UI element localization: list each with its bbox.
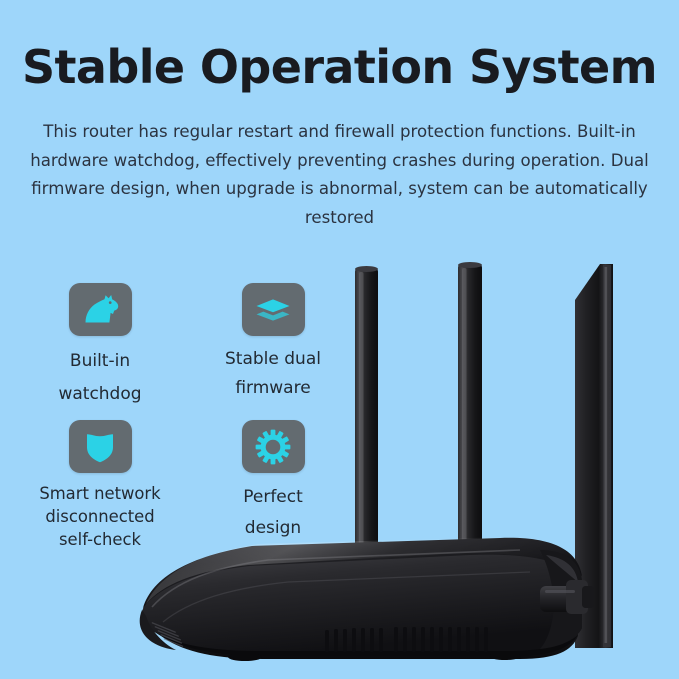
feature-grid: Built-in watchdog Stable dual firmware [0, 283, 340, 573]
shield-icon [69, 420, 132, 473]
antenna-connector [540, 580, 594, 614]
feature-icon-tile [241, 420, 305, 473]
feature-label: Built-in watchdog [58, 351, 142, 404]
dog-head-icon [69, 283, 132, 336]
feature-item-self-check: Smart network disconnected self-check [15, 420, 185, 551]
layers-icon [242, 283, 305, 336]
description-paragraph: This router has regular restart and fire… [30, 122, 649, 227]
antenna-right [575, 264, 613, 648]
feature-icon-tile [241, 283, 305, 336]
feature-label: Smart network disconnected self-check [39, 484, 161, 549]
feature-label: Stable dual firmware [225, 349, 321, 398]
feature-item-dual-firmware: Stable dual firmware [188, 283, 358, 403]
vent-slots-bottom [325, 627, 488, 652]
feature-icon-tile [68, 283, 132, 336]
feature-item-perfect-design: Perfect design [188, 420, 358, 544]
router-product-image [139, 262, 613, 661]
feature-icon-tile [68, 420, 132, 473]
page-title: Stable Operation System [22, 40, 658, 94]
vent-grille-left [151, 622, 184, 647]
gear-icon [242, 420, 305, 473]
feature-label: Perfect design [243, 487, 303, 538]
router-body [139, 536, 582, 661]
feature-item-watchdog: Built-in watchdog [15, 283, 185, 411]
